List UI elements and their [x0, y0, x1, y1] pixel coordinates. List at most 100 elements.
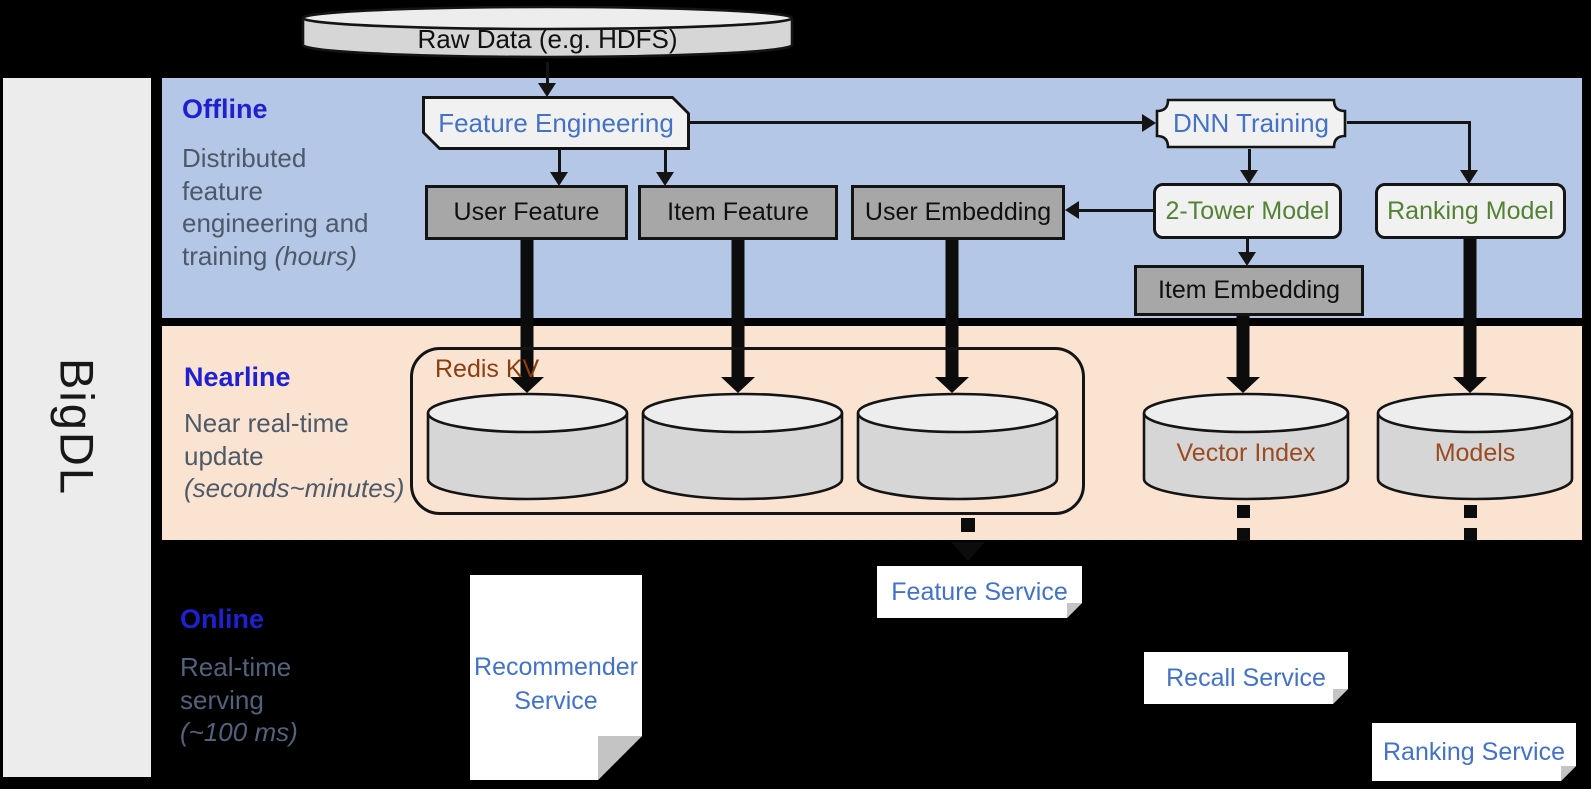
arrow-shaft — [1468, 121, 1471, 171]
cylinder-shape — [426, 392, 629, 501]
arrow-head — [538, 83, 556, 97]
dash-segment — [1464, 505, 1477, 518]
nearline-description: Near real-time update (seconds~minutes) — [184, 407, 474, 505]
arrow-head — [1240, 170, 1258, 184]
redis-kv-label: Redis KV — [435, 355, 540, 383]
user-embedding-label: User Embedding — [864, 198, 1052, 226]
arrow-head — [1238, 252, 1256, 266]
arrow-head — [951, 542, 985, 561]
arrow-shaft — [1236, 314, 1250, 378]
dash-segment — [1237, 528, 1250, 541]
arrow-shaft — [945, 240, 959, 378]
cylinder-shape — [1376, 392, 1574, 501]
online-band-label: Online Real-time serving (~100 ms) — [180, 604, 450, 749]
dash-segment — [1464, 528, 1477, 541]
nearline-description-text: Near real-time update — [184, 408, 349, 471]
dnn-training-node: DNN Training — [1155, 98, 1347, 149]
redis-shard-cylinder-3 — [855, 391, 1060, 503]
dash-segment — [961, 518, 975, 532]
offline-description: Distributed feature engineering and trai… — [182, 142, 452, 272]
ranking-service-label: Ranking Service — [1382, 737, 1566, 766]
bigdl-logo-text: BigDL — [50, 358, 104, 497]
dnn-training-label: DNN Training — [1172, 108, 1330, 138]
cylinder-shape — [641, 392, 844, 501]
page-fold — [1333, 689, 1348, 704]
feature-service-node: Feature Service — [877, 566, 1082, 618]
nearline-band-label: Nearline Near real-time update (seconds~… — [184, 362, 474, 505]
feature-engineering-node: Feature Engineering — [422, 96, 690, 150]
online-description-text: Real-time serving — [180, 652, 292, 715]
vector-index-store: Vector Index — [1141, 391, 1351, 503]
offline-band-label: Offline Distributed feature engineering … — [182, 94, 452, 272]
page-fold — [1067, 603, 1082, 618]
arrow-shaft — [1347, 121, 1471, 124]
ranking-model-node: Ranking Model — [1375, 183, 1566, 239]
arrow-head — [935, 377, 969, 393]
arrow-shaft — [1463, 238, 1477, 378]
arrow-head — [1460, 170, 1478, 184]
models-label: Models — [1434, 439, 1516, 467]
online-description: Real-time serving (~100 ms) — [180, 651, 450, 749]
bigdl-sidebar: BigDL — [3, 78, 151, 777]
arrow-item-embedding-to-vector-index — [1226, 314, 1260, 393]
cylinder-shape — [1142, 392, 1350, 501]
arrow-head — [1453, 377, 1487, 393]
arrow-user-embedding-to-redis — [935, 240, 969, 393]
two-tower-model-label: 2-Tower Model — [1165, 196, 1330, 225]
raw-data-store: Raw Data (e.g. HDFS) — [300, 4, 795, 62]
arrow-shaft — [664, 150, 667, 173]
arrow-shaft — [1078, 209, 1153, 212]
recall-service-label: Recall Service — [1166, 663, 1326, 692]
arrow-ranking-model-to-models — [1453, 238, 1487, 393]
user-feature-node: User Feature — [425, 185, 628, 240]
arrow-head — [721, 377, 755, 393]
item-feature-label: Item Feature — [667, 198, 809, 226]
arrow-shaft — [731, 240, 745, 378]
offline-title: Offline — [182, 94, 268, 124]
recommender-service-node: Recommender Service — [470, 575, 642, 780]
feature-engineering-label: Feature Engineering — [425, 99, 687, 147]
user-feature-label: User Feature — [453, 198, 600, 226]
user-embedding-node: User Embedding — [851, 185, 1065, 240]
arrow-head — [550, 172, 568, 186]
arrow-head — [1142, 114, 1156, 132]
recommender-service-label: Recommender Service — [474, 652, 638, 715]
arrow-shaft — [520, 240, 534, 378]
raw-data-label: Raw Data (e.g. HDFS) — [417, 24, 678, 54]
feature-service-label: Feature Service — [891, 577, 1068, 606]
arrow-shaft — [546, 62, 549, 84]
redis-shard-cylinder-2 — [640, 391, 845, 503]
page-fold — [1561, 766, 1576, 781]
arrow-shaft — [558, 150, 561, 173]
ranking-service-node: Ranking Service — [1372, 723, 1576, 781]
redis-kv-container: Redis KV — [410, 347, 1085, 515]
arrow-head — [510, 377, 544, 393]
models-store: Models — [1375, 391, 1575, 503]
page-fold — [598, 736, 642, 780]
arrow-shaft — [1248, 149, 1251, 171]
arrow-head — [1226, 377, 1260, 393]
arrow-head — [1065, 201, 1079, 219]
online-title: Online — [180, 604, 265, 634]
offline-duration: (hours) — [274, 240, 357, 271]
arrow-shaft — [690, 121, 1145, 124]
online-duration: (~100 ms) — [180, 717, 298, 747]
offline-description-text: Distributed feature engineering and trai… — [182, 143, 369, 271]
two-tower-model-node: 2-Tower Model — [1153, 183, 1342, 239]
arrow-user-feature-to-redis — [510, 240, 544, 393]
dash-segment — [1237, 505, 1250, 518]
cylinder-shape — [856, 392, 1059, 501]
item-feature-node: Item Feature — [638, 185, 838, 240]
nearline-duration: (seconds~minutes) — [184, 473, 405, 503]
arrow-item-feature-to-redis — [721, 240, 755, 393]
recall-service-node: Recall Service — [1144, 652, 1348, 704]
nearline-title: Nearline — [184, 362, 291, 392]
item-embedding-label: Item Embedding — [1157, 276, 1341, 304]
ranking-model-label: Ranking Model — [1387, 196, 1554, 225]
arrow-head — [656, 172, 674, 186]
cylinder-shape — [301, 5, 794, 59]
vector-index-label: Vector Index — [1176, 439, 1316, 467]
redis-shard-cylinder-1 — [425, 391, 630, 503]
plaque-shape — [1155, 98, 1347, 149]
